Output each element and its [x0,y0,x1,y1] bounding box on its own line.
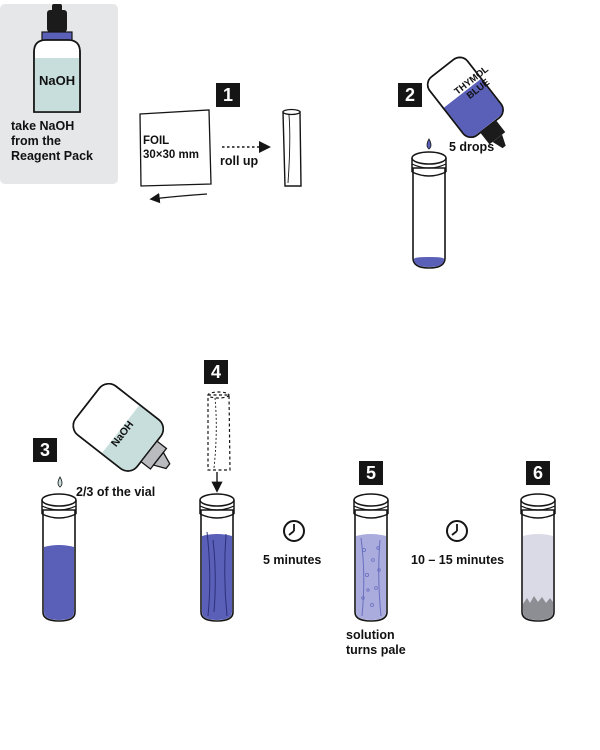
roll-up-label: roll up [220,154,259,168]
naoh-bottle-icon [33,4,81,113]
step-number-1: 1 [216,83,240,107]
fill-amount-label: 2/3 of the vial [76,485,156,499]
foil-sheet-icon [139,109,212,204]
vial-step4 [199,493,235,622]
dashed-foil-roll-icon [207,391,231,471]
foil-label: FOIL 30×30 mm [143,135,199,161]
naoh-pour-bottle-icon [72,382,171,472]
naoh-bottle-label: NaOH [39,73,76,88]
step-number-2: 2 [398,83,422,107]
vial-step3 [41,493,77,622]
vial-step5 [353,493,389,622]
vial-step6 [520,493,556,622]
step-number-5: 5 [359,461,383,485]
naoh-drop-icon [57,476,63,488]
pale-solution-note: solution turns pale [346,628,406,657]
step-number-6: 6 [526,461,550,485]
reagent-instruction: take NaOH from the Reagent Pack [11,119,93,163]
timer-icon-1 [283,520,305,542]
wait-time-1: 5 minutes [263,553,322,567]
step-number-4: 4 [204,360,228,384]
step-number-3: 3 [33,438,57,462]
thymol-blue-bottle-icon [426,56,506,149]
rolled-foil-icon [282,108,302,187]
wait-time-2: 10 – 15 minutes [411,553,505,567]
drops-label: 5 drops [449,140,495,154]
vial-step2 [411,151,447,269]
drop-icon [426,138,432,150]
timer-icon-2 [446,520,468,542]
